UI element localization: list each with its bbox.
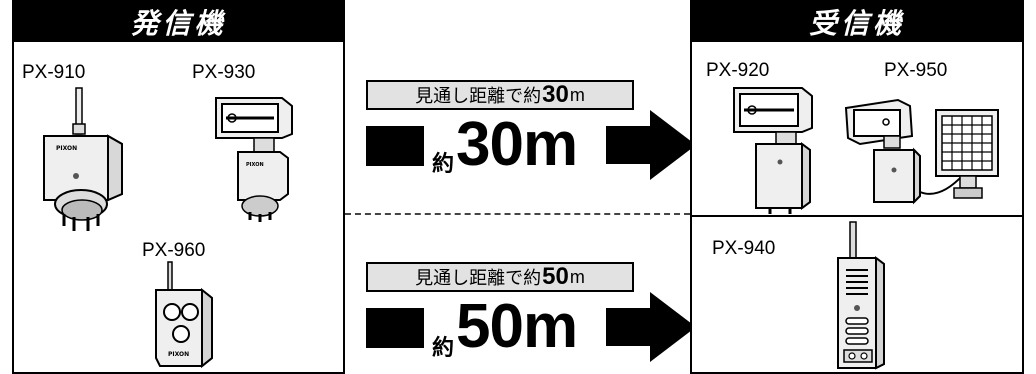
range-caption-unit: m: [569, 84, 585, 105]
transmitter-panel-title: 発信機: [14, 2, 343, 42]
range-bar-left-30m: [366, 126, 424, 166]
solar-floodlight-icon: [844, 98, 999, 205]
receiver-panel-title: 受信機: [692, 2, 1022, 42]
floodlight-receiver-icon: [733, 87, 813, 214]
range-caption-unit: m: [569, 266, 585, 287]
range-caption-prefix: 見通し距離で約: [415, 268, 542, 288]
device-label-px910: PX-910: [22, 62, 86, 83]
receiver-panel-separator: [692, 215, 1022, 217]
approx-char-30m: 約: [432, 152, 455, 177]
floodlight-camera-icon: PIXON: [215, 97, 293, 222]
brand-logo-px930: PIXON: [246, 162, 264, 168]
device-label-px940: PX-940: [712, 238, 776, 259]
right-arrow-icon: [606, 292, 696, 362]
approx-char-50m: 約: [432, 336, 455, 361]
range-bar-left-50m: [366, 308, 424, 348]
device-label-px960: PX-960: [142, 240, 206, 261]
brand-logo-px910: PIXON: [56, 145, 77, 152]
range-caption-prefix: 見通し距離で約: [415, 86, 542, 106]
remote-control-icon: PIXON: [155, 261, 213, 369]
antenna-camera-icon: PIXON: [43, 87, 123, 231]
range-caption-value: 50: [542, 263, 569, 290]
transmitter-panel: 発信機 PX-910 PX-930 PX-960 PIXON PIXON PIX…: [12, 0, 345, 374]
device-label-px930: PX-930: [192, 62, 256, 83]
handheld-receiver-icon: [837, 221, 885, 370]
range-distance-30m: 30m: [456, 110, 578, 179]
brand-logo-px960: PIXON: [168, 351, 189, 358]
range-caption-value: 30: [542, 81, 569, 108]
receiver-panel: 受信機 PX-920 PX-950 PX-940: [690, 0, 1024, 374]
range-divider: [345, 213, 690, 215]
right-arrow-icon: [606, 110, 696, 180]
device-label-px920: PX-920: [706, 60, 770, 81]
range-distance-50m: 50m: [456, 292, 578, 361]
device-label-px950: PX-950: [884, 60, 948, 81]
